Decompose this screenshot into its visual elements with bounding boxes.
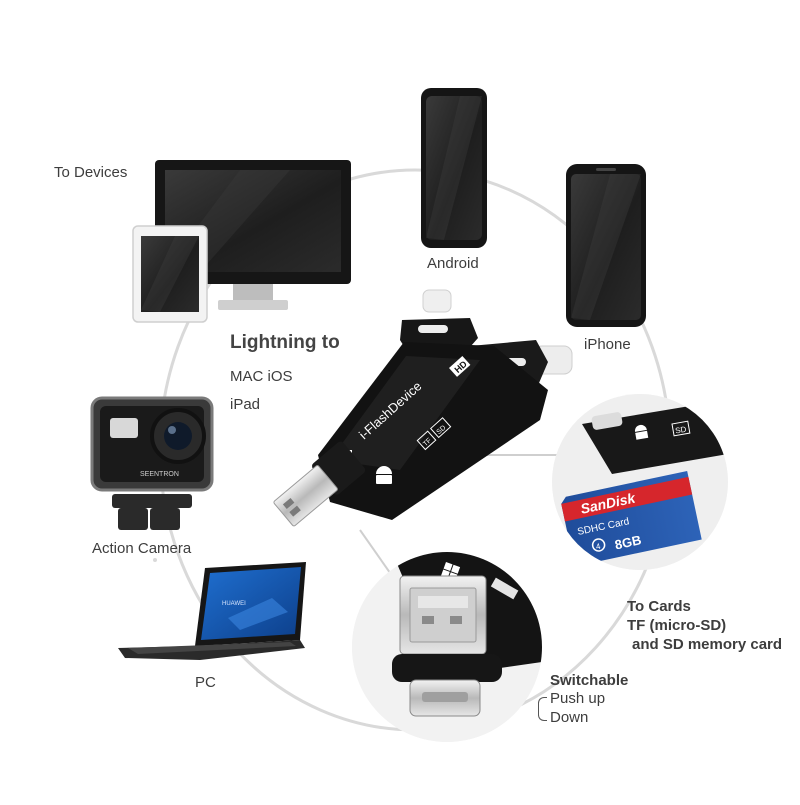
label-android: Android	[427, 255, 479, 272]
card-reader-device: i-FlashDevice HD TF SD	[273, 289, 573, 527]
label-tf-micro-sd: TF (micro-SD)	[627, 617, 727, 634]
sd-capacity: 8GB	[613, 532, 642, 552]
reader-slot-tf: TF	[422, 437, 433, 448]
label-switchable: Switchable	[550, 672, 629, 689]
switch-bracket	[538, 697, 547, 721]
label-push-up: Push up	[550, 690, 606, 707]
zoom-circle-cards: SD SanDisk SDHC Card 4 8GB	[552, 394, 728, 570]
action-camera-icon: SEENTRON	[90, 396, 214, 530]
android-phone-icon	[421, 88, 487, 248]
zoom-slot-sd: SD	[674, 425, 687, 436]
label-action-camera: Action Camera	[92, 540, 192, 557]
label-mac-ios: MAC iOS	[230, 368, 293, 385]
android-logo-icon	[376, 466, 392, 484]
zoom-circle-switch	[352, 552, 542, 742]
label-to-cards: To Cards	[627, 598, 691, 615]
reader-slot-sd: SD	[436, 424, 448, 436]
laptop-brand: HUAWEI	[222, 601, 246, 607]
label-pc: PC	[195, 674, 216, 691]
label-to-devices: To Devices	[54, 164, 128, 181]
usb-a-plug	[273, 441, 366, 527]
sd-class: 4	[595, 542, 602, 552]
label-sd-memory-card: and SD memory card	[632, 636, 783, 653]
tablet-icon	[132, 225, 208, 323]
reader-hd-badge	[449, 355, 471, 377]
laptop-icon: HUAWEI	[118, 562, 306, 660]
label-ipad: iPad	[230, 396, 261, 413]
camera-brand: SEENTRON	[140, 471, 179, 478]
iphone-icon	[566, 164, 646, 327]
label-down: Down	[550, 709, 589, 726]
label-lightning-to: Lightning to	[230, 332, 340, 353]
label-iphone: iPhone	[584, 336, 631, 353]
